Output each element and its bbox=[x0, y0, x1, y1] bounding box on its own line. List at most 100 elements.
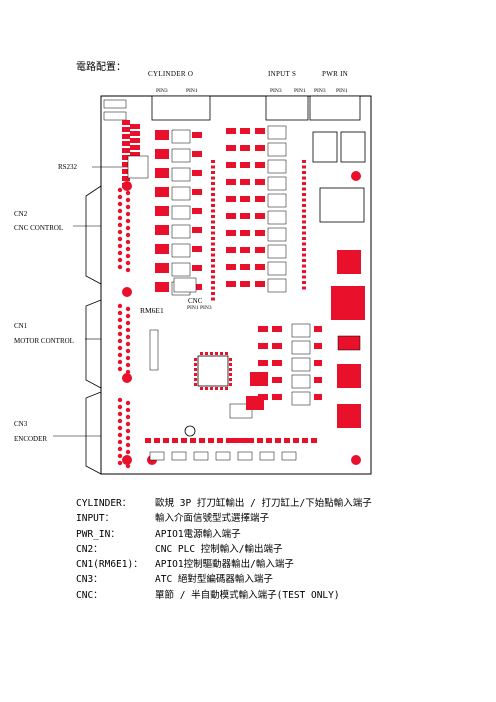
pcb-outline bbox=[100, 95, 372, 475]
header-pin bbox=[302, 281, 306, 284]
connector-pin bbox=[125, 190, 131, 196]
optocoupler bbox=[267, 159, 287, 174]
header-pin bbox=[211, 198, 215, 202]
smd-resistor bbox=[240, 230, 250, 236]
smd-resistor bbox=[192, 227, 202, 233]
cn2-label: CN2 bbox=[14, 210, 28, 218]
header-pin bbox=[211, 242, 215, 246]
optocoupler bbox=[171, 167, 191, 182]
smd-resistor bbox=[226, 196, 236, 202]
header-pin bbox=[211, 165, 215, 169]
smd-capacitor bbox=[190, 438, 196, 443]
legend-row: CYLINDER：歐規 3P 打刀缸輸出 / 打刀缸上/下始點輸入端子 bbox=[76, 496, 372, 511]
input-pin1-label: PIN1 bbox=[294, 88, 306, 94]
inductor-1 bbox=[312, 131, 338, 163]
legend-row: CNC：單節 / 半自動模式輸入端子(TEST ONLY) bbox=[76, 588, 372, 603]
input-pin3-label: PIN3 bbox=[270, 88, 282, 94]
legend-key: CN3： bbox=[76, 574, 103, 586]
connector-pin bbox=[125, 428, 131, 434]
smd-resistor bbox=[155, 244, 169, 254]
rs232-label: RS232 bbox=[58, 163, 78, 171]
smd-resistor bbox=[314, 360, 322, 366]
rm6e1-connector bbox=[149, 329, 159, 371]
smd-capacitor bbox=[248, 438, 254, 443]
power-transistor bbox=[250, 372, 268, 386]
cn1-housing bbox=[85, 299, 102, 389]
header-pin bbox=[211, 226, 215, 229]
connector-pin bbox=[125, 435, 131, 441]
ic-pad bbox=[194, 383, 197, 386]
header-pin bbox=[211, 215, 215, 218]
header-pin bbox=[302, 198, 306, 202]
connector-pin bbox=[125, 211, 131, 217]
optocoupler bbox=[171, 129, 191, 144]
header-pin bbox=[211, 286, 215, 290]
pwr-in-connector-label: PWR IN bbox=[322, 70, 349, 78]
smd-capacitor bbox=[154, 438, 160, 443]
smd-resistor bbox=[226, 128, 236, 134]
smd-resistor bbox=[226, 230, 236, 236]
header-pin bbox=[302, 171, 306, 174]
smd-capacitor bbox=[145, 438, 151, 443]
smd-resistor bbox=[272, 394, 282, 400]
connector-pin bbox=[125, 225, 131, 231]
legend-value: 輸入介面信號型式選擇端子 bbox=[155, 513, 270, 525]
cn3-housing bbox=[85, 391, 102, 475]
header-pin bbox=[302, 209, 306, 213]
connector-pin bbox=[125, 232, 131, 238]
header-pin bbox=[302, 264, 306, 268]
input-terminal-block bbox=[265, 95, 309, 121]
connector-pin bbox=[125, 421, 131, 427]
cylinder-connector-label: CYLINDER O bbox=[148, 70, 194, 78]
connector-pin bbox=[117, 257, 123, 263]
smd-resistor bbox=[155, 168, 169, 178]
header-pin bbox=[302, 275, 306, 279]
header-pin bbox=[211, 204, 215, 207]
connector-pin bbox=[125, 355, 131, 361]
encoder-label: ENCODER bbox=[14, 435, 48, 443]
header-pin bbox=[211, 297, 215, 301]
smd-resistor bbox=[255, 196, 265, 202]
smd-resistor bbox=[314, 377, 322, 383]
optocoupler bbox=[267, 142, 287, 157]
connector-pin bbox=[117, 425, 123, 431]
connector-pin bbox=[117, 345, 123, 351]
pwr-pin1-label: PIN1 bbox=[336, 88, 348, 94]
connector-pin bbox=[117, 397, 123, 403]
header-pin bbox=[211, 270, 215, 273]
smd-resistor bbox=[192, 151, 202, 157]
cn3-label: CN3 bbox=[14, 420, 28, 428]
header-pin bbox=[302, 270, 306, 273]
smd-resistor bbox=[255, 145, 265, 151]
connector-pin bbox=[125, 449, 131, 455]
smd-resistor bbox=[314, 394, 322, 400]
connector-pin bbox=[125, 197, 131, 203]
header-pin bbox=[211, 237, 215, 240]
legend-value: 單節 / 半自動模式輸入端子(TEST ONLY) bbox=[155, 589, 340, 601]
smd-capacitor bbox=[275, 438, 281, 443]
header-pin bbox=[211, 182, 215, 185]
smd-resistor bbox=[240, 213, 250, 219]
connector-pin bbox=[117, 331, 123, 337]
connector-pin bbox=[117, 324, 123, 330]
optocoupler bbox=[267, 278, 287, 293]
ic-pad bbox=[229, 383, 232, 386]
smd-resistor bbox=[192, 132, 202, 138]
legend-row: INPUT：輸入介面信號型式選擇端子 bbox=[76, 511, 372, 526]
connector-pin bbox=[117, 439, 123, 445]
smd-capacitor bbox=[226, 438, 232, 443]
header-pin bbox=[302, 248, 306, 251]
smd-resistor bbox=[122, 155, 130, 160]
smd-resistor bbox=[155, 149, 169, 159]
connector-pin bbox=[125, 204, 131, 210]
smd-resistor bbox=[314, 326, 322, 332]
connector-pin bbox=[117, 303, 123, 309]
smd-resistor bbox=[192, 189, 202, 195]
legend-key: CN2： bbox=[76, 543, 103, 555]
connector-pin bbox=[117, 366, 123, 372]
smd-resistor bbox=[272, 343, 282, 349]
header-pin bbox=[211, 231, 215, 235]
connector-pin bbox=[117, 208, 123, 214]
optocoupler bbox=[267, 227, 287, 242]
